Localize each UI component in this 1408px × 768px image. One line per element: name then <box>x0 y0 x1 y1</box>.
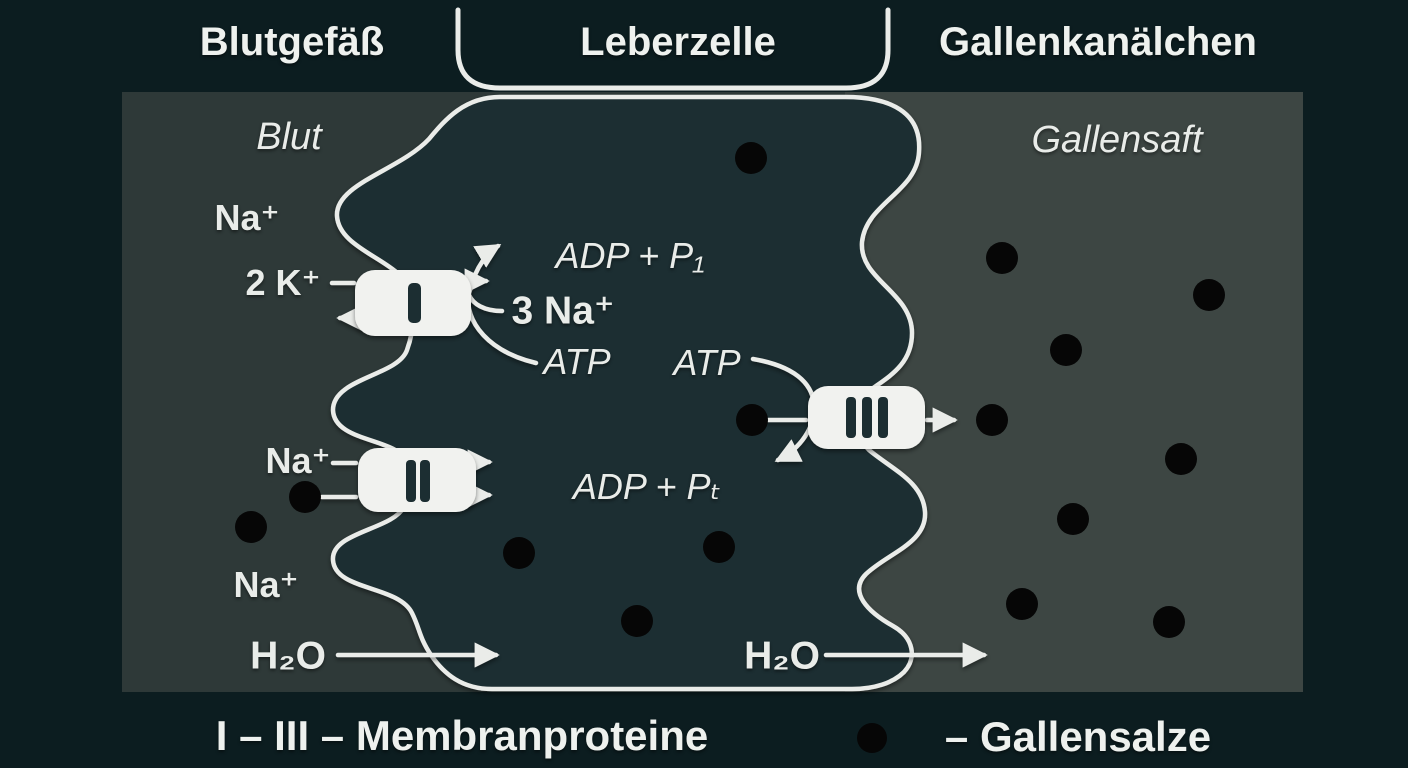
bile-salt-dot <box>235 511 267 543</box>
protein-I <box>355 270 471 336</box>
bile-salt-dot <box>986 242 1018 274</box>
atp-label-pump1: ATP <box>543 341 611 382</box>
na-label-top: Na⁺ <box>214 197 280 238</box>
h2o-label-right: H₂O <box>744 634 820 678</box>
bile-salt-dot <box>1050 334 1082 366</box>
protein-II <box>358 448 476 512</box>
header-bile-canaliculus: Gallenkanälchen <box>939 20 1257 64</box>
bile-salt-dot <box>736 404 768 436</box>
bile-label: Gallensaft <box>1031 119 1203 161</box>
blood-label: Blut <box>256 116 322 158</box>
adp-label-pump3: ADP + Pₜ <box>572 466 722 507</box>
bile-salt-dot <box>1153 606 1185 638</box>
bile-salt-dot <box>1193 279 1225 311</box>
legend-membrane-proteins: I – III – Membranproteine <box>215 712 709 759</box>
na-label-pump2: Na⁺ <box>265 440 331 481</box>
protein-II-box <box>358 448 476 512</box>
na-label-low: Na⁺ <box>233 564 299 605</box>
legend-bile-salts: – Gallensalze <box>944 713 1212 760</box>
bile-salt-dot <box>1057 503 1089 535</box>
leberzelle-bracket <box>455 7 891 91</box>
k-label-pump1: 2 K⁺ <box>245 262 321 303</box>
bile-region <box>845 92 1303 692</box>
atp-label-pump3: ATP <box>673 342 741 383</box>
protein-I-glyph <box>408 283 421 323</box>
bile-salt-dot <box>735 142 767 174</box>
bile-salt-dots <box>235 142 1225 638</box>
bile-salt-dot <box>703 531 735 563</box>
bile-salt-dot <box>621 605 653 637</box>
bile-salt-dot <box>1006 588 1038 620</box>
header-blood-vessel: Blutgefäß <box>199 20 385 64</box>
legend-salt-dot <box>857 723 887 753</box>
bile-salt-dot <box>976 404 1008 436</box>
bile-salt-dot <box>1165 443 1197 475</box>
adp-label-pump1: ADP + P₁ <box>555 235 705 276</box>
bile-salt-dot <box>503 537 535 569</box>
na3-label-pump1: 3 Na⁺ <box>511 289 615 333</box>
bile-salt-dot <box>289 481 321 513</box>
protein-III <box>808 386 925 449</box>
header-liver-cell: Leberzelle <box>580 20 776 64</box>
h2o-label-left: H₂O <box>250 634 326 678</box>
